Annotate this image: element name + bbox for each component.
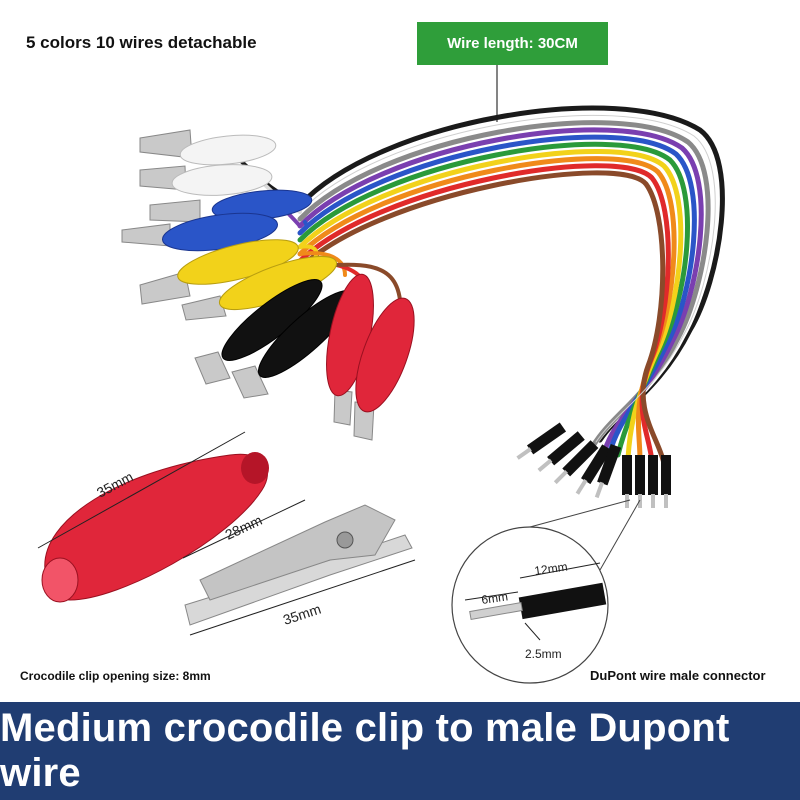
boot-dimension-line (37, 431, 246, 549)
connector-detail (451, 499, 641, 684)
red-clip-2 (353, 297, 415, 441)
white-clip-2 (139, 164, 273, 196)
connector-caption: DuPont wire male connector (590, 668, 766, 683)
clip-opening-caption: Crocodile clip opening size: 8mm (20, 669, 211, 683)
clip-dimension-line (189, 559, 416, 636)
clip-length-label: 35mm (281, 601, 323, 628)
title-banner: Medium crocodile clip to male Dupont wir… (0, 702, 800, 800)
clip-boot-detail (37, 431, 269, 603)
housing-length-label: 12mm (533, 559, 568, 578)
jaw-dimension-line (182, 499, 306, 559)
clip-metal-detail (182, 499, 416, 636)
product-summary: 5 colors 10 wires detachable (26, 33, 257, 52)
pin-length-label: 6mm (480, 589, 508, 607)
blue-clip-2 (121, 212, 278, 252)
yellow-clip-1 (139, 239, 299, 305)
black-clip-1 (194, 279, 323, 385)
black-clip-2 (231, 290, 354, 399)
white-clip-1 (139, 129, 277, 166)
pin-width-label: 2.5mm (525, 647, 562, 661)
ribbon-cable (297, 105, 725, 467)
wire-length-badge: Wire length: 30CM (417, 22, 608, 65)
banner-title: Medium crocodile clip to male Dupont wir… (0, 706, 730, 795)
